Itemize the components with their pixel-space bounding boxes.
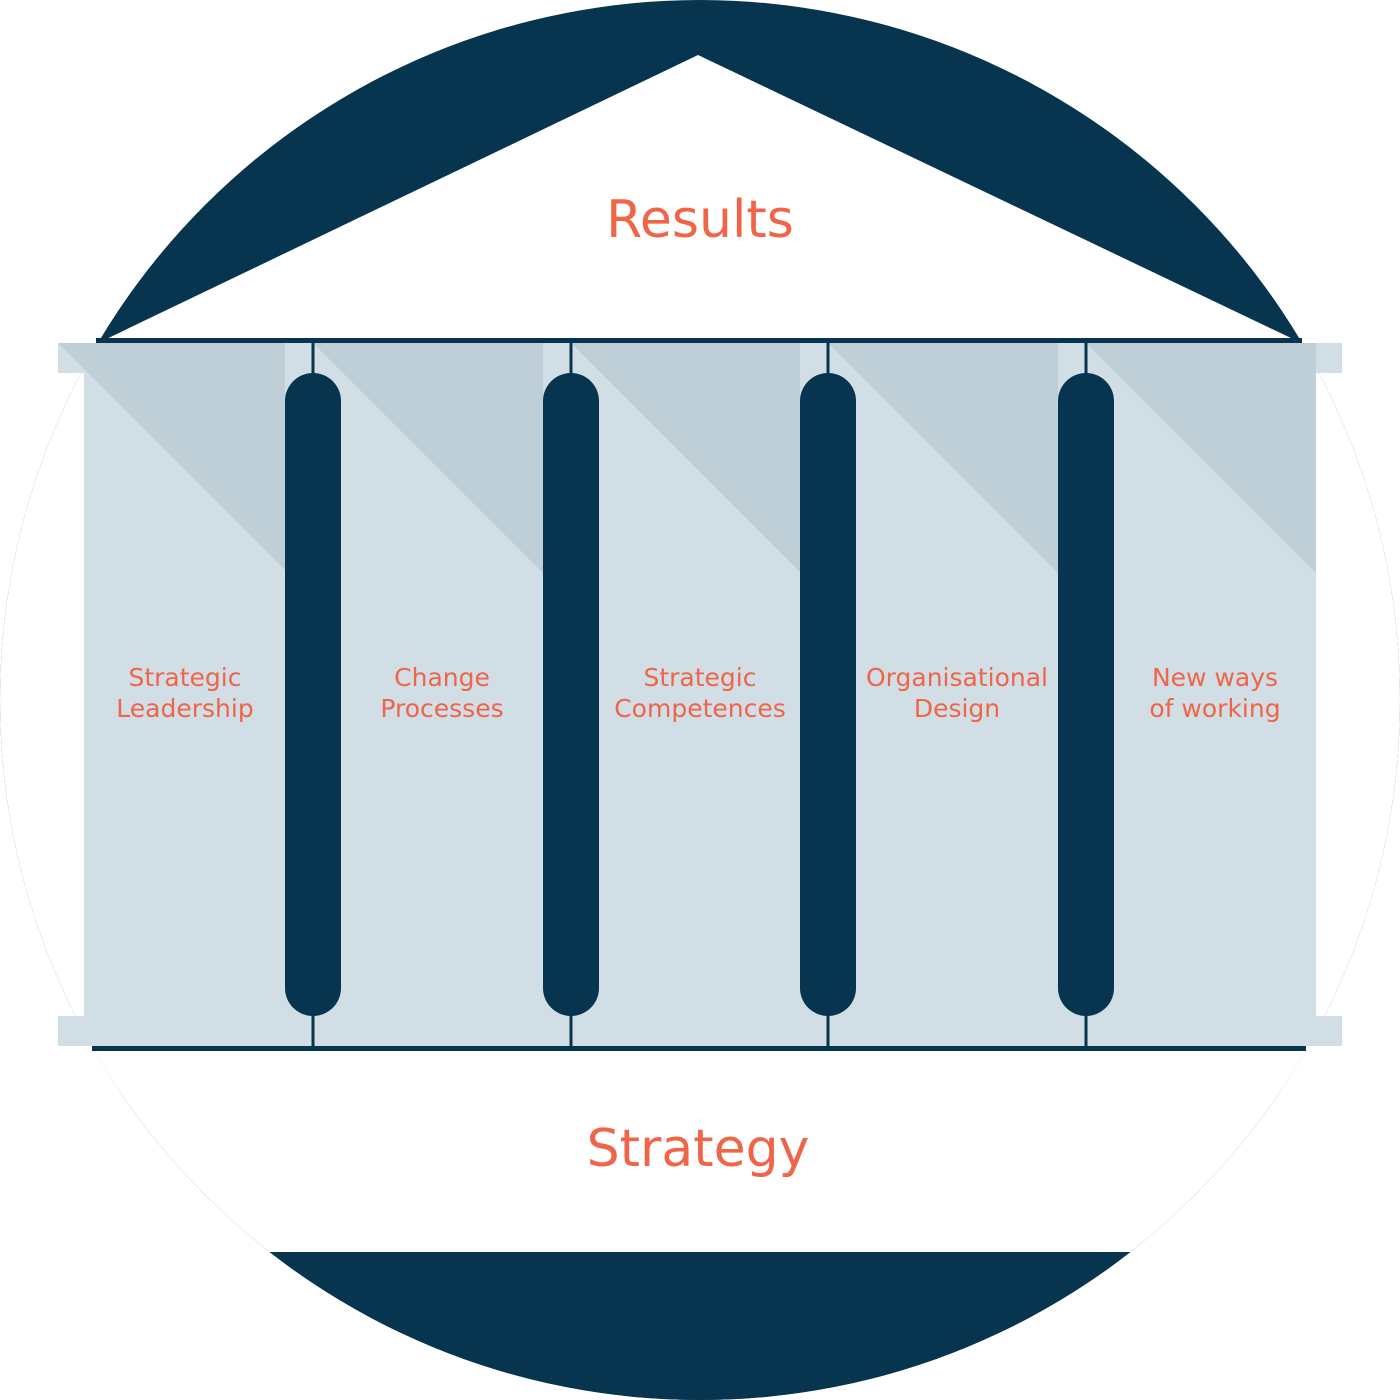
pillar-label-line: Processes <box>380 694 503 723</box>
pillar-label-line: of working <box>1149 694 1280 723</box>
panel-shadow <box>1086 343 1316 573</box>
panel-shadows <box>58 343 1316 573</box>
columns <box>285 373 1114 1016</box>
column <box>800 373 856 1016</box>
pillar-label-line: Leadership <box>116 694 253 723</box>
top-rule <box>96 338 1302 343</box>
panel-shadow <box>313 343 543 573</box>
panel-shadow <box>828 343 1058 573</box>
panel-shadow <box>58 343 285 570</box>
column <box>543 373 599 1016</box>
pillar-label-line: New ways <box>1152 663 1278 692</box>
floor-segment <box>0 1252 1400 1400</box>
panel-shadow <box>571 343 800 572</box>
pillar-label-line: Design <box>914 694 1000 723</box>
pillar-label-line: Change <box>394 663 490 692</box>
pillar-label-line: Strategic <box>128 663 241 692</box>
column <box>285 373 341 1016</box>
pillar-label-line: Competences <box>614 694 786 723</box>
pillar-label-line: Strategic <box>643 663 756 692</box>
strategy-label: Strategy <box>587 1119 810 1179</box>
base-band <box>0 1045 1400 1252</box>
column <box>1058 373 1114 1016</box>
results-label: Results <box>606 190 794 250</box>
pillar-label-line: Organisational <box>866 663 1048 692</box>
bottom-rule <box>92 1046 1306 1051</box>
